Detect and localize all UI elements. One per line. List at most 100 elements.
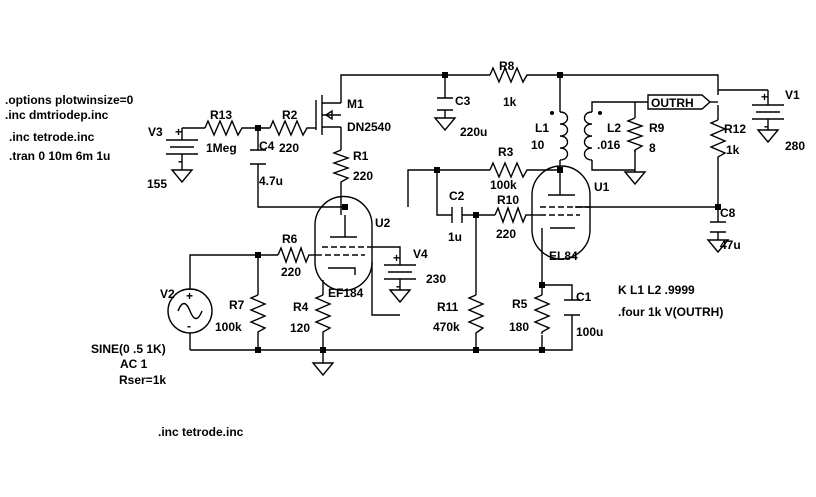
capacitor-c8 [710, 221, 726, 240]
value-l1: 10 [531, 138, 545, 152]
value-u1: EL84 [549, 249, 578, 263]
capacitor-c3 [437, 97, 453, 118]
battery-v4 [384, 262, 416, 290]
junction-dots [255, 72, 721, 353]
label-r2: R2 [282, 108, 298, 122]
sine-source-v2 [167, 288, 213, 334]
value-c4: 4.7u [259, 174, 283, 188]
label-u2: U2 [375, 216, 391, 230]
directive-tran: .tran 0 10m 6m 1u [9, 149, 110, 163]
label-r3: R3 [498, 145, 514, 159]
value-r4: 120 [290, 321, 310, 335]
mosfet-m1 [315, 95, 342, 135]
plus-v2: + [186, 289, 193, 303]
plus-v4: + [393, 251, 400, 265]
label-c4: C4 [259, 139, 275, 153]
directive-four: .four 1k V(OUTRH) [618, 305, 723, 319]
minus-v2: - [187, 319, 191, 333]
label-c1: C1 [576, 290, 592, 304]
tube-u2 [314, 195, 373, 292]
label-r12: R12 [724, 122, 746, 136]
value-c2: 1u [448, 230, 462, 244]
value-c1: 100u [576, 325, 603, 339]
label-r11: R11 [437, 300, 459, 314]
value-r1: 220 [353, 169, 373, 183]
resistor-r4 [314, 294, 332, 335]
label-c8: C8 [720, 206, 736, 220]
value-r2: 220 [279, 141, 299, 155]
value-r5: 180 [509, 320, 529, 334]
resistor-r10 [494, 205, 527, 225]
value-c3: 220u [460, 125, 487, 139]
directive-inc-dmtriode: .inc dmtriodep.inc [5, 108, 109, 122]
directives: .options plotwinsize=0 .inc dmtriodep.in… [5, 93, 723, 439]
label-r5: R5 [512, 297, 528, 311]
value-r13: 1Meg [206, 141, 237, 155]
resistor-r1 [331, 149, 351, 185]
label-v4: V4 [413, 247, 428, 261]
directive-inc-tetrode: .inc tetrode.inc [9, 130, 95, 144]
resistor-r9 [625, 117, 645, 152]
directive-coupling: K L1 L2 .9999 [618, 283, 695, 297]
value-r9: 8 [649, 141, 656, 155]
label-m1: M1 [347, 97, 364, 111]
directive-inc-bottom: .inc tetrode.inc [158, 425, 244, 439]
resistor-r2 [269, 119, 310, 137]
label-c3: C3 [455, 94, 471, 108]
directive-options: .options plotwinsize=0 [5, 93, 134, 107]
label-r1: R1 [353, 149, 369, 163]
label-u1: U1 [594, 180, 610, 194]
value-r10: 220 [496, 227, 516, 241]
tube-u1 [531, 165, 591, 260]
minus-v4: - [396, 279, 400, 293]
label-l2: L2 [607, 121, 621, 135]
label-r4: R4 [293, 300, 309, 314]
value-r7: 100k [215, 320, 242, 334]
capacitor-c2 [451, 207, 463, 223]
value-v4: 230 [426, 272, 446, 286]
net-label-text: OUTRH [651, 96, 694, 110]
minus-v1: - [764, 119, 768, 133]
resistor-r12 [709, 119, 727, 160]
inductor-l1 [550, 111, 569, 161]
value-r6: 220 [281, 265, 301, 279]
resistor-r5 [533, 294, 551, 334]
polarity-marks: + - + - + - + - [175, 90, 768, 333]
label-r13: R13 [210, 108, 232, 122]
resistor-r8 [489, 66, 530, 84]
resistor-r13 [204, 119, 245, 137]
component-labels: R13 1Meg R2 220 C4 4.7u M1 DN2540 R1 220… [91, 59, 805, 387]
plus-v3: + [175, 125, 182, 139]
value-v3: 155 [147, 177, 167, 191]
value-r3: 100k [490, 178, 517, 192]
plus-v1: + [761, 90, 768, 104]
value-v1: 280 [785, 139, 805, 153]
label-r8: R8 [499, 59, 515, 73]
value-r8: 1k [503, 95, 517, 109]
label-l1: L1 [535, 121, 549, 135]
label-r10: R10 [497, 193, 519, 207]
value-m1: DN2540 [347, 120, 391, 134]
net-label-outrh [647, 94, 712, 110]
value-v2-line2: AC 1 [120, 357, 148, 371]
label-v1: V1 [785, 88, 800, 102]
label-r9: R9 [649, 121, 665, 135]
minus-v3: - [178, 154, 182, 168]
value-r12: 1k [726, 143, 740, 157]
battery-v3 [166, 128, 198, 170]
capacitor-c1 [564, 299, 580, 316]
value-v2-line1: SINE(0 .5 1K) [91, 342, 166, 356]
inductor-l2 [583, 111, 602, 161]
resistor-r7 [249, 294, 267, 335]
label-r6: R6 [282, 232, 298, 246]
ground-symbols [170, 117, 780, 377]
value-c8: 47u [720, 238, 741, 252]
resistor-r3 [489, 161, 530, 179]
label-v3: V3 [148, 125, 163, 139]
label-v2: V2 [160, 287, 175, 301]
value-u2: EF184 [328, 286, 364, 300]
value-l2: .016 [597, 138, 621, 152]
battery-v1 [718, 89, 784, 130]
value-r11: 470k [433, 320, 460, 334]
